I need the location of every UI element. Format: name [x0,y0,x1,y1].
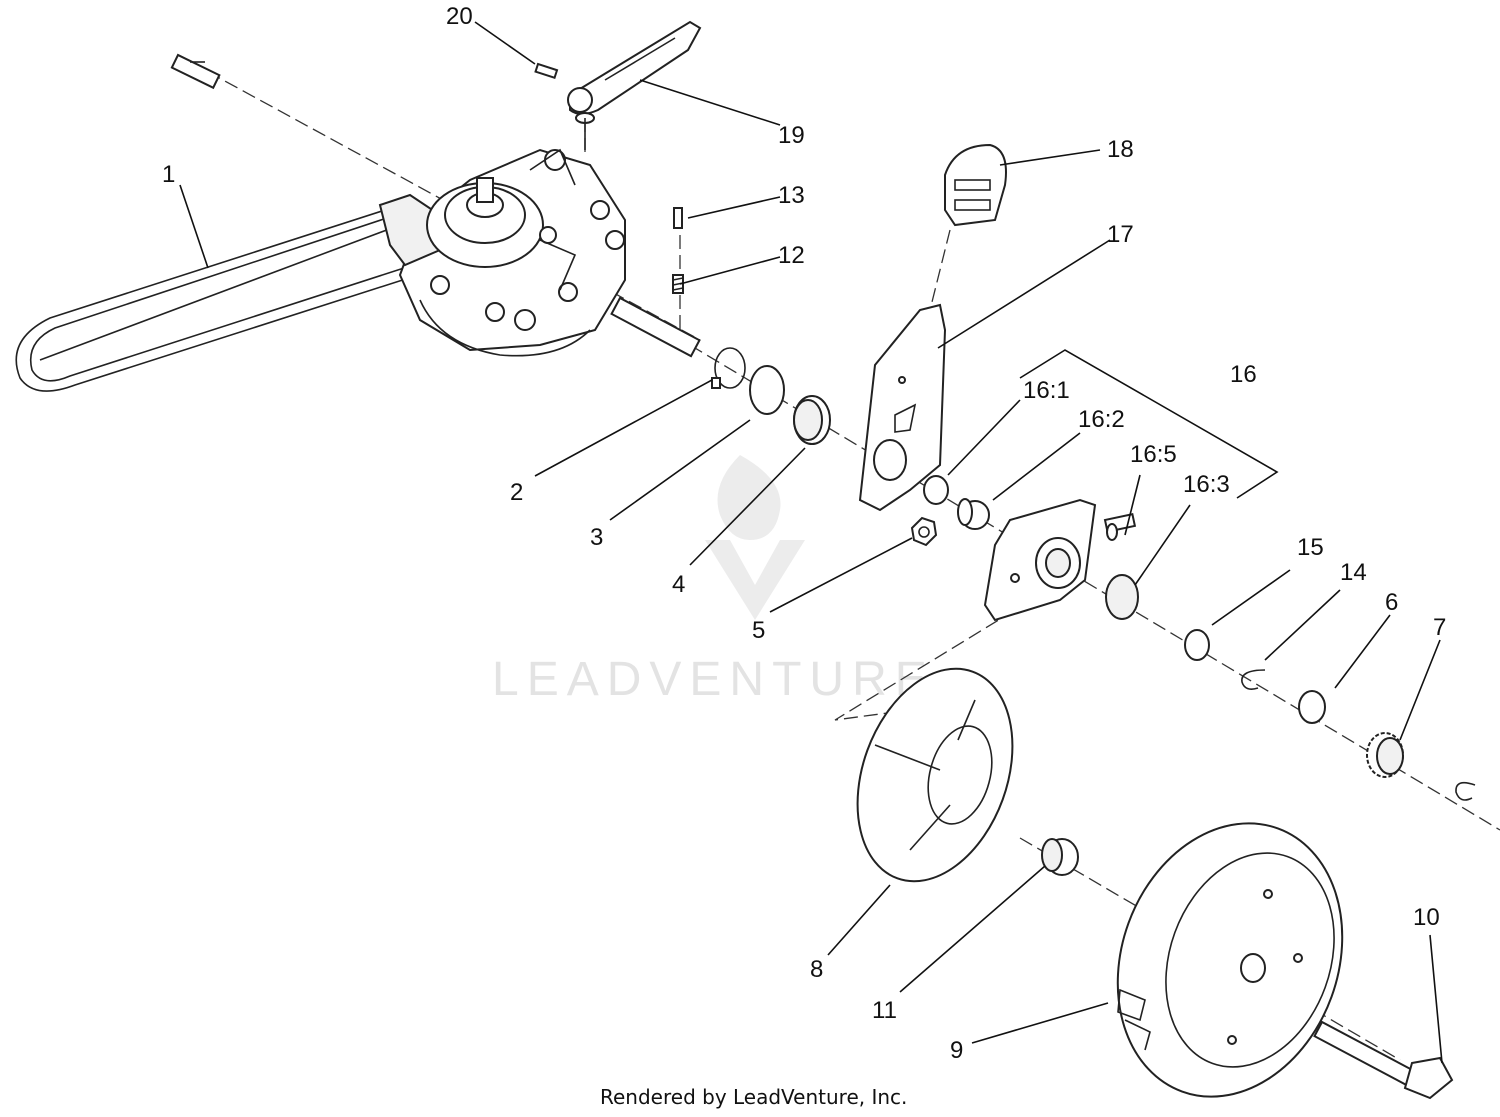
drive-lever [567,20,702,115]
nut-5 [910,516,938,547]
callout-10: 10 [1413,904,1440,931]
watermark-text: LEADVENTURE [492,653,935,706]
callout-13: 13 [778,182,805,209]
callout-16-5: 16:5 [1130,441,1177,468]
spacer-16-2 [957,498,990,530]
washer-15 [1184,629,1210,661]
callout-8: 8 [810,956,823,983]
callout-6: 6 [1385,589,1398,616]
drive-belt [15,201,441,392]
watermark-v-logo [705,540,805,620]
callout-17: 17 [1107,221,1134,248]
callout-3: 3 [590,524,603,551]
wheel-cover-8 [856,667,1014,883]
callout-20: 20 [446,3,473,30]
callout-16: 16 [1230,361,1257,388]
callout-19: 19 [778,122,805,149]
assembly-16-bracket [1019,349,1279,499]
bolt-16-5 [1103,512,1137,541]
callout-1: 1 [162,161,175,188]
callout-11: 11 [872,997,897,1024]
callout-5: 5 [752,617,765,644]
callout-7: 7 [1433,614,1446,641]
washer-16-3 [1105,574,1139,620]
callout-16-3: 16:3 [1183,471,1230,498]
pinion-gear-7 [1366,732,1404,778]
wheel-bolt-10 [1313,1020,1454,1100]
callout-12: 12 [778,242,805,269]
e-clip-14 [1241,669,1266,690]
height-adjust-bracket-17 [858,303,947,512]
wheel-9 [1116,822,1344,1098]
callout-4: 4 [672,571,685,598]
callout-18: 18 [1107,136,1134,163]
callout-labels: 1 2 3 4 5 6 7 8 9 10 11 12 13 14 15 16 1… [162,3,1446,1064]
callout-16-1: 16:1 [1023,377,1070,404]
callout-9: 9 [950,1037,963,1064]
bushing-4 [793,395,831,445]
callout-2: 2 [510,479,523,506]
footer-credit: Rendered by LeadVenture, Inc. [600,1085,907,1109]
callout-16-2: 16:2 [1078,406,1125,433]
wheel-bushing-11 [1041,838,1079,876]
wheel-pivot-arm-16 [983,498,1097,622]
transmission-gearbox [378,148,626,357]
watermark: LEADVENTURE [492,455,935,706]
retaining-ring-2 [711,347,746,389]
callout-leader-lines [179,21,1443,1064]
pin-13 [673,207,683,229]
adjuster-knob-18 [944,143,1007,227]
e-clip-end [1455,781,1476,801]
washer-6 [1298,690,1326,724]
callout-15: 15 [1297,534,1324,561]
watermark-flame-logo [717,455,781,540]
drive-shaft [170,53,701,358]
callout-14: 14 [1340,559,1367,586]
bearing-16-1 [923,475,949,505]
pin-20 [534,62,559,80]
washer-3 [749,365,785,415]
lever-bolt [575,112,595,150]
